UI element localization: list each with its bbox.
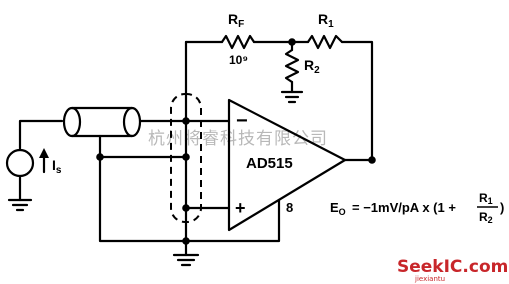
pin8-label: 8 <box>286 200 293 215</box>
shield-wire <box>98 134 188 243</box>
equation-denominator: R2 <box>479 210 493 225</box>
minus-sign: − <box>236 110 248 132</box>
resistor-rf <box>220 34 256 50</box>
coaxial-cable <box>62 106 142 138</box>
r2-label: R2 <box>304 57 320 76</box>
junction-dot <box>368 156 376 164</box>
watermark-text: 杭州将睿科技有限公司 <box>148 129 328 149</box>
resistor-r1 <box>306 34 344 50</box>
opamp-triangle <box>227 98 347 232</box>
svg-text:jiexiantu: jiexiantu <box>414 275 445 283</box>
equation-close: ) <box>500 200 504 215</box>
pin8-wire <box>184 198 281 243</box>
equation-body: = −1mV/pA x (1 + <box>352 200 456 215</box>
equation-lhs: EO <box>330 200 346 217</box>
is-label: Is <box>52 157 62 176</box>
equation-numerator: R1 <box>479 191 493 206</box>
opamp-label: AD515 <box>246 155 293 172</box>
output-equation: EO = −1mV/pA x (1 + R1 R2 ) <box>330 191 504 225</box>
svg-text:SeekIC.com: SeekIC.com <box>397 257 508 277</box>
current-source <box>5 119 64 202</box>
rf-value: 10⁹ <box>229 53 248 67</box>
current-arrow-icon <box>39 148 49 174</box>
r2-ground <box>280 90 304 104</box>
output-wire <box>340 40 374 162</box>
guard-ground <box>172 253 200 267</box>
rf-label: RF <box>228 11 244 30</box>
junction-dot <box>182 153 190 161</box>
current-source-ground <box>7 198 33 212</box>
seekic-logo: SeekIC.com jiexiantu <box>397 257 508 283</box>
plus-sign: + <box>235 198 246 218</box>
r1-label: R1 <box>318 11 334 30</box>
resistor-r2 <box>284 48 300 84</box>
